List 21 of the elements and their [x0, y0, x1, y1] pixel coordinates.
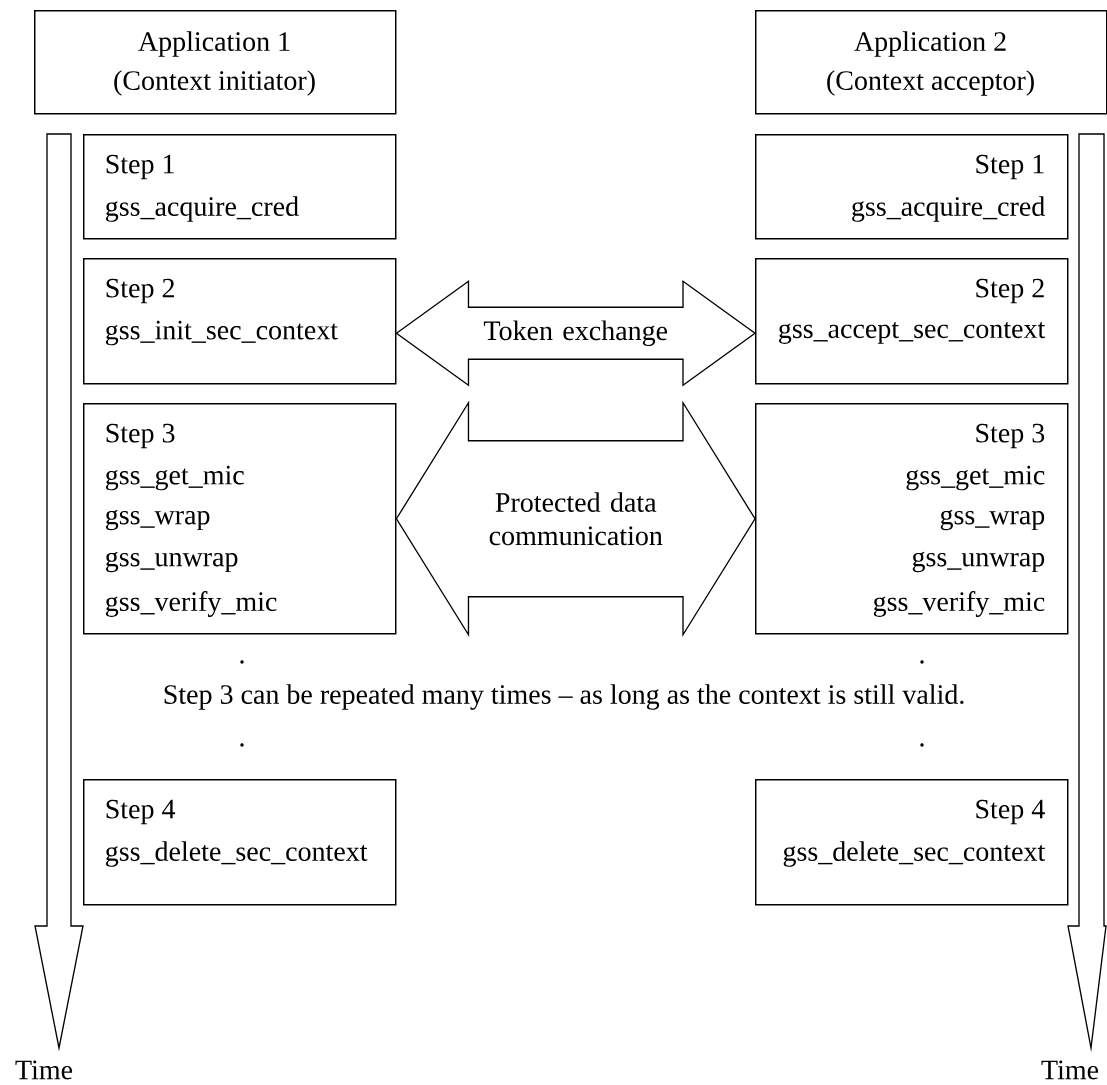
- note-text: Time: [1041, 1060, 1099, 1080]
- note-text: .: [240, 743, 244, 747]
- step-box: Step 1 gss_acquire_cred: [755, 134, 1069, 240]
- note-text: .: [920, 660, 924, 664]
- double-arrow: [395, 279, 757, 387]
- edge-label: Protected data communication: [489, 492, 663, 546]
- double-arrow: [395, 400, 756, 638]
- edge-label: Token exchange: [483, 320, 668, 346]
- note-text: Step 3 can be repeated many times – as long as the context is still valid.: [164, 684, 964, 710]
- step-box: Step 3 gss_get_mic gss_wrap gss_unwrap gss_verify_mic: [83, 403, 397, 635]
- note-text: .: [240, 660, 244, 664]
- application-box: Application 2 (Context acceptor): [755, 10, 1107, 115]
- step-box: Step 3 gss_get_mic gss_wrap gss_unwrap gss_verify_mic: [755, 403, 1069, 635]
- step-box: Step 2 gss_accept_sec_context: [755, 258, 1069, 385]
- note-text: .: [920, 743, 924, 747]
- step-box: Step 1 gss_acquire_cred: [83, 134, 397, 240]
- step-box: Step 4 gss_delete_sec_context: [83, 779, 397, 906]
- step-box: Step 4 gss_delete_sec_context: [755, 779, 1069, 906]
- application-box: Application 1 (Context initiator): [34, 10, 397, 115]
- step-box: Step 2 gss_init_sec_context: [83, 258, 397, 385]
- note-text: Time: [15, 1060, 73, 1080]
